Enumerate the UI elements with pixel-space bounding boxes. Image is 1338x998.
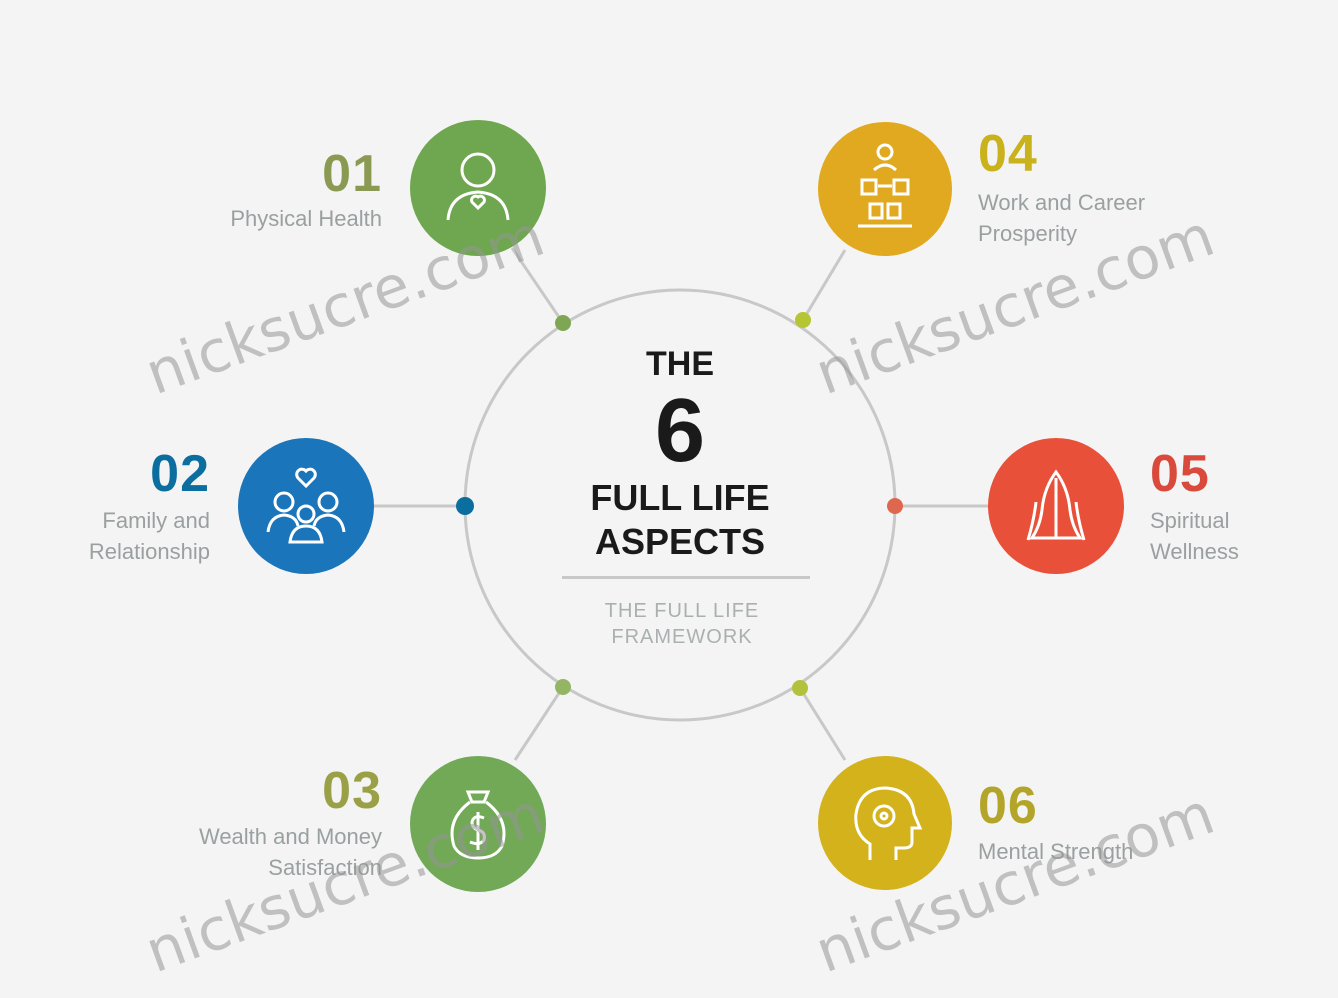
center-full-life: FULL LIFE [590,477,770,518]
aspect-06-label-line1: Mental Strength [978,839,1134,864]
connector-01 [510,247,565,324]
node-dot-02 [456,497,474,515]
aspect-03-label: Wealth and Money Satisfaction [80,821,382,883]
mind-head-icon [854,786,923,860]
node-dot-06 [792,680,808,696]
aspect-05-label-line2: Wellness [1150,539,1239,564]
center-subtitle-line2: FRAMEWORK [611,626,753,648]
aspect-05-label: Spiritual Wellness [1150,505,1330,567]
center-big-number: 6 [654,381,706,481]
center-subtitle: THE FULL LIFE FRAMEWORK [560,598,804,650]
aspect-01-number: 01 [322,145,382,203]
center-subtitle-line1: THE FULL LIFE [604,600,760,622]
person-health-icon [446,152,510,221]
aspect-03-number: 03 [322,762,382,820]
aspect-05-number: 05 [1150,445,1210,503]
aspect-03-circle [410,756,546,892]
node-dot-04 [795,312,811,328]
aspect-04-label-line2: Prosperity [978,221,1078,246]
aspect-02-number: 02 [150,445,210,503]
connector-06 [798,687,847,761]
node-dot-03 [555,679,571,695]
center-divider [562,576,810,579]
aspect-05-circle [988,438,1124,574]
aspect-04-number: 04 [978,125,1038,183]
center-aspects: ASPECTS [594,521,766,562]
aspect-04-circle [818,122,952,256]
node-dot-05 [887,498,903,514]
career-growth-icon [858,143,912,228]
aspect-06-number: 06 [978,777,1038,835]
aspect-04-label-line1: Work and Career [978,190,1146,215]
aspect-01-label-line1: Physical Health [230,206,382,231]
aspect-06-circle [818,756,952,890]
money-bag-icon [450,790,506,860]
connector-03 [513,686,565,761]
connector-04 [801,249,847,321]
aspect-03-label-line2: Satisfaction [268,855,382,880]
family-heart-icon [266,467,346,544]
aspect-01-label: Physical Health [120,203,382,234]
aspect-01-circle [410,120,546,256]
aspect-03-label-line1: Wealth and Money [198,824,382,849]
aspect-02-circle [238,438,374,574]
center-the: THE [646,345,714,383]
praying-hands-icon [1026,469,1086,541]
aspect-04-label: Work and Career Prosperity [978,187,1238,249]
aspect-05-label-line1: Spiritual [1150,508,1230,533]
node-dot-01 [555,315,571,331]
aspect-06-label: Mental Strength [978,836,1238,867]
aspect-02-label-line2: Relationship [88,539,210,564]
aspect-02-label: Family and Relationship [20,505,210,567]
aspect-02-label-line1: Family and [102,508,210,533]
